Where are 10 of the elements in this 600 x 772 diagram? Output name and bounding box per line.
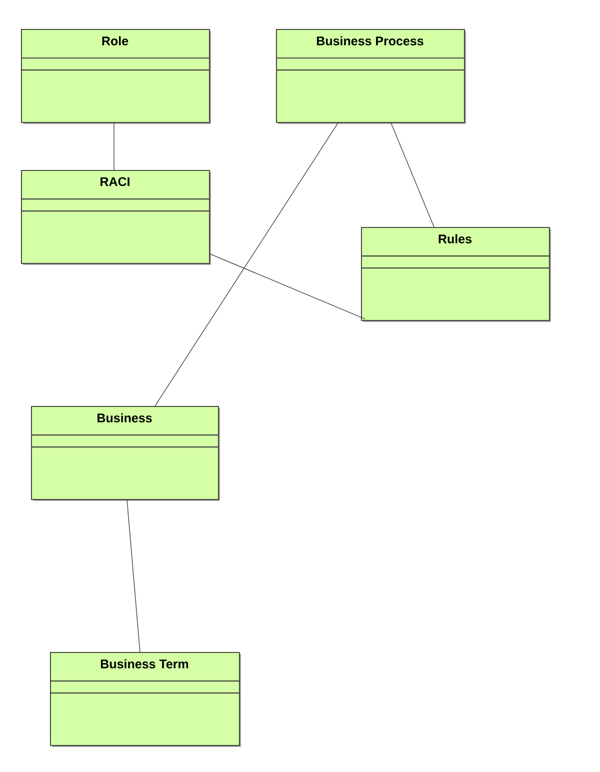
class-box: Business Term bbox=[50, 652, 241, 747]
class-box: RACI bbox=[20, 170, 211, 265]
connector-line bbox=[126, 500, 140, 652]
connector-line bbox=[154, 122, 338, 406]
connector-line bbox=[210, 254, 366, 320]
connector-line bbox=[390, 122, 434, 228]
class-box: Rules bbox=[360, 227, 551, 322]
class-box: Business bbox=[30, 406, 220, 501]
class-box: Business Process bbox=[276, 29, 466, 124]
class-box: Role bbox=[20, 29, 211, 124]
